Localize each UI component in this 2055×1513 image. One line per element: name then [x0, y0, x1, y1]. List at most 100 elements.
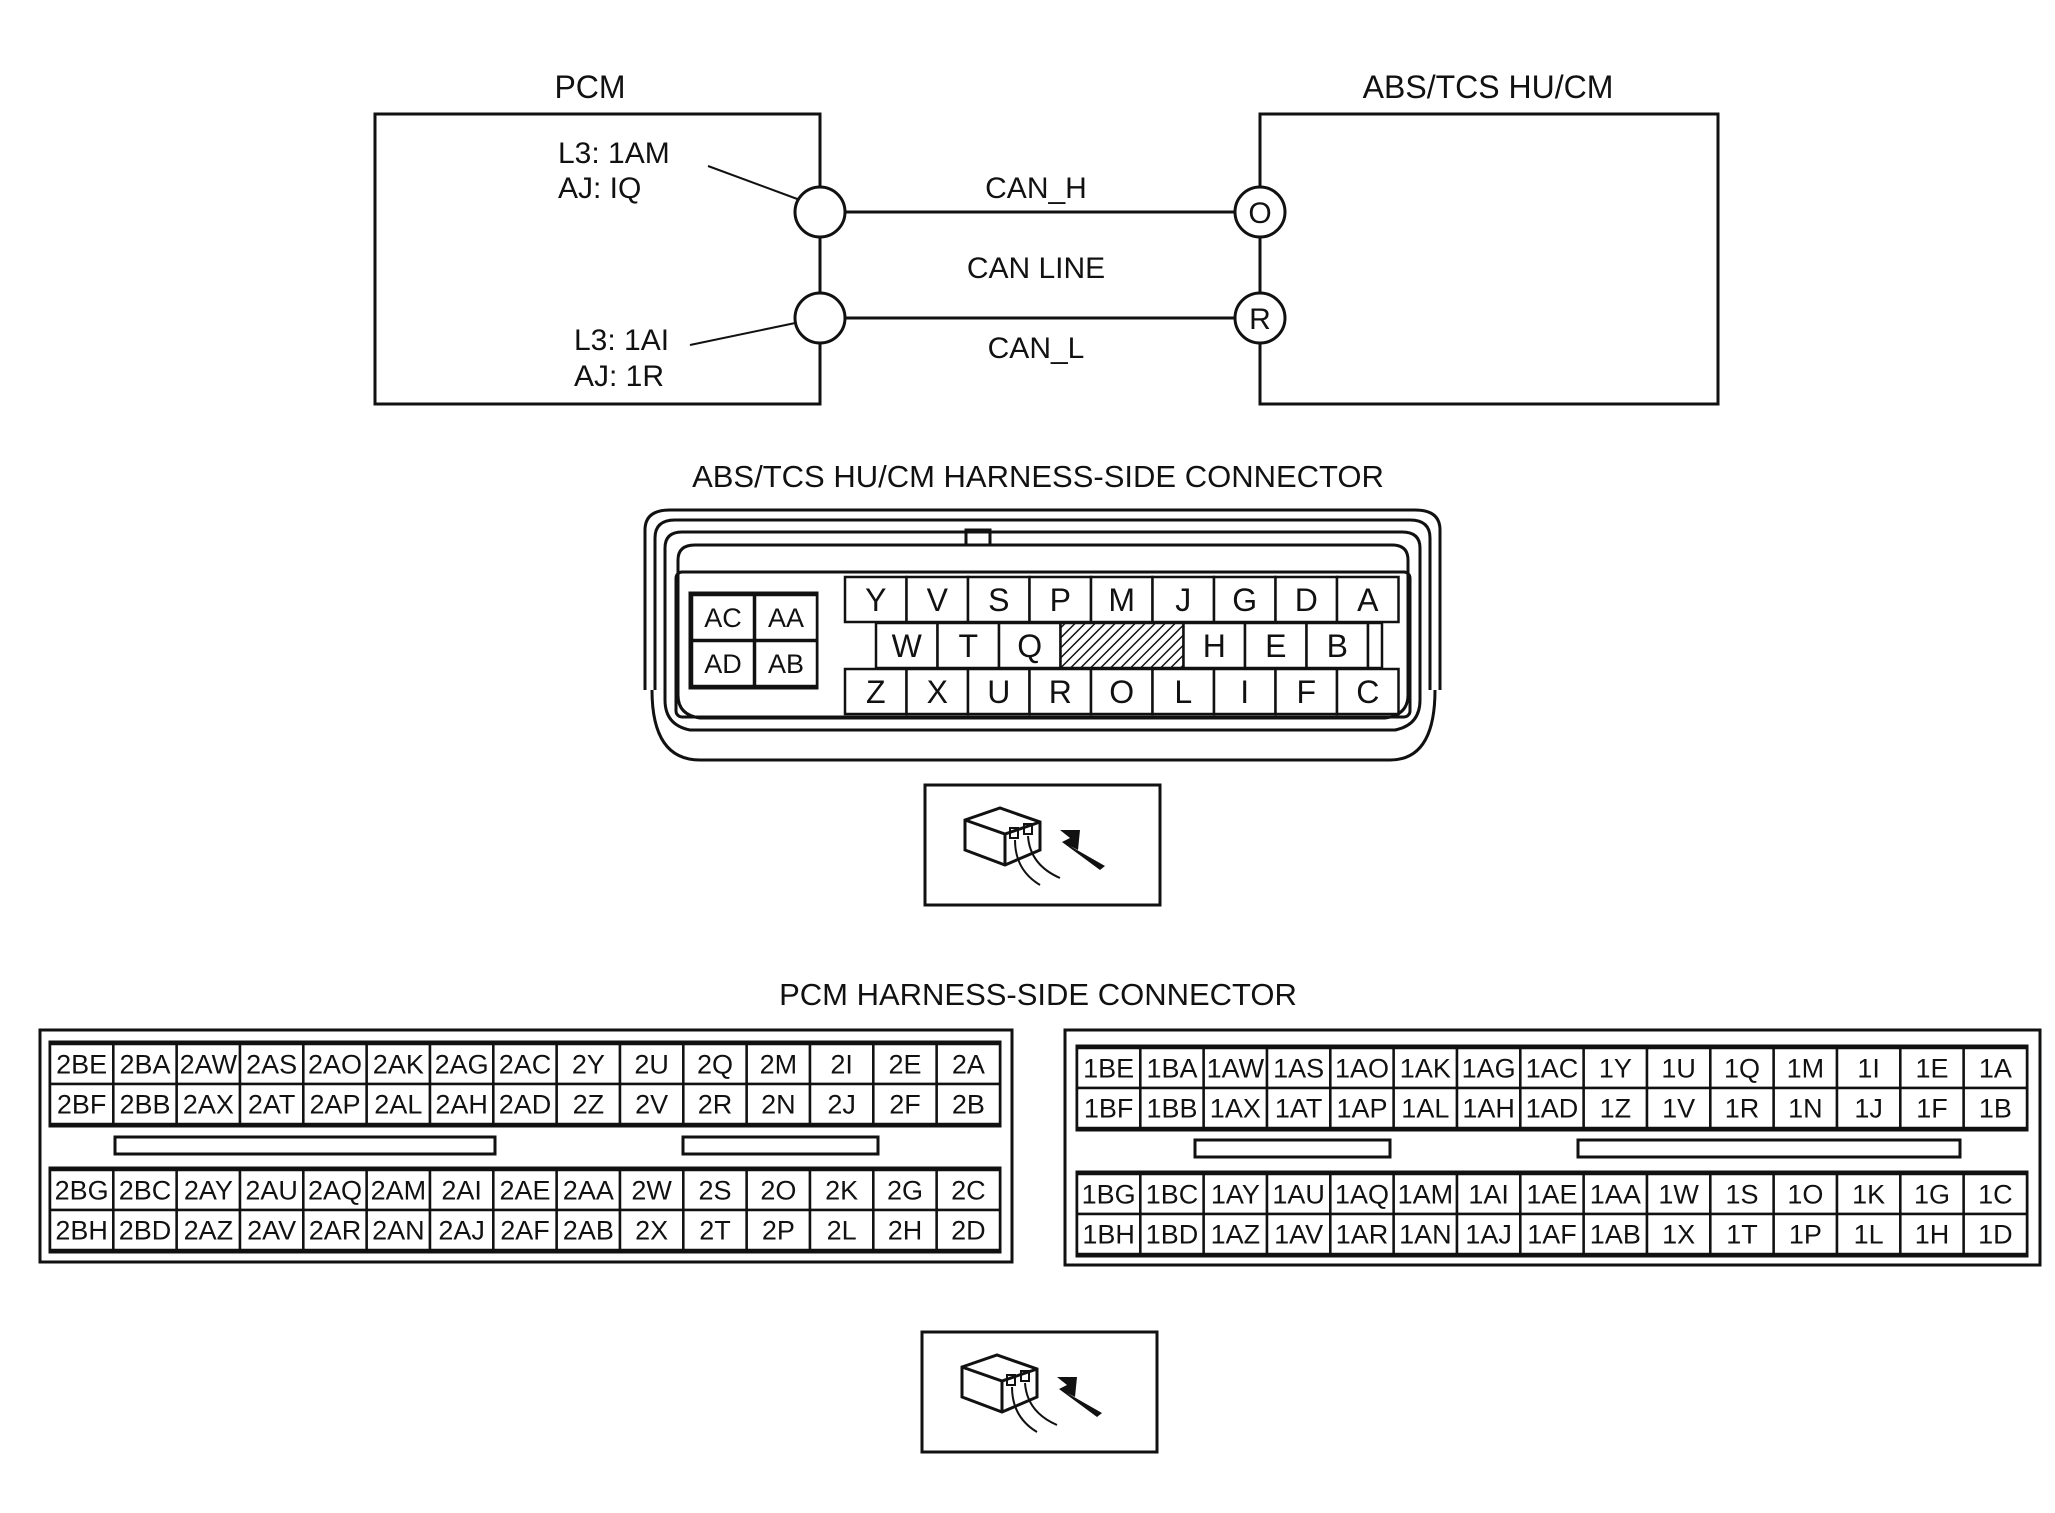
pin-label: J — [1175, 582, 1191, 618]
pin-cell: 1BH — [1075, 1212, 1142, 1256]
pin-cell-frame — [1151, 575, 1216, 624]
pin-label: 2U — [634, 1050, 669, 1080]
pcm-pin2-label-aj: AJ: 1R — [574, 360, 664, 393]
pin-cell: 2AR — [302, 1208, 368, 1252]
pin-cell: 1BE — [1075, 1046, 1142, 1090]
pin-cell: 2BG — [48, 1168, 115, 1212]
pin-label: 2AZ — [184, 1216, 234, 1246]
can-line-label: CAN LINE — [967, 252, 1105, 285]
pin-label: 2K — [825, 1176, 858, 1206]
pin-cell: 2U — [618, 1042, 685, 1086]
pin-label: 1L — [1854, 1220, 1884, 1250]
pin-cell-frame — [48, 1082, 115, 1126]
hatch-line — [1069, 622, 1117, 669]
pin-cell: Z — [843, 667, 908, 716]
pin-label: 1AD — [1526, 1094, 1579, 1124]
pin-cell-frame — [745, 1208, 812, 1252]
pin-cell-frame — [1392, 1172, 1459, 1216]
pin-cell: 1AZ — [1202, 1212, 1269, 1256]
pin-label: 2H — [888, 1216, 923, 1246]
pin-cell-frame — [1089, 667, 1154, 716]
pin-cell: M — [1089, 575, 1154, 624]
pin-cell: 2P — [745, 1208, 812, 1252]
pin-cell: 1AM — [1392, 1172, 1459, 1216]
pin-label: 1BD — [1146, 1220, 1199, 1250]
pin-label: 2AP — [309, 1090, 360, 1120]
pin-cell: 2N — [745, 1082, 812, 1126]
pin-label: 2A — [952, 1050, 985, 1080]
pin-label: O — [1109, 674, 1134, 710]
pin-cell: 1AN — [1392, 1212, 1459, 1256]
pin-cell: 2BF — [48, 1082, 115, 1126]
pin-cell: 2AL — [365, 1082, 432, 1126]
pin-cell-frame — [1243, 621, 1308, 670]
pin-cell-frame — [1899, 1212, 1965, 1256]
pin-label: 1M — [1787, 1054, 1825, 1084]
pin-label: 1AG — [1462, 1054, 1516, 1084]
pin-label: 2AN — [372, 1216, 425, 1246]
hatch-line — [1059, 622, 1087, 649]
pin-label: 2AJ — [438, 1216, 485, 1246]
pin-cell: 1F — [1899, 1086, 1965, 1130]
pin-cell: 1AG — [1455, 1046, 1522, 1090]
pin-cell-frame — [112, 1082, 178, 1126]
pin-cell: 2AV — [238, 1208, 305, 1252]
pin-label: 2BH — [55, 1216, 108, 1246]
pin-cell-frame — [1202, 1172, 1269, 1216]
pin-cell: 2L — [808, 1208, 875, 1252]
pin-label: 1AE — [1526, 1180, 1577, 1210]
pin-cell: G — [1212, 575, 1277, 624]
pin-cell-frame — [1835, 1212, 1902, 1256]
pin-label: 2AQ — [308, 1176, 362, 1206]
pin-cell: 1AQ — [1329, 1172, 1395, 1216]
pin-label: 1AP — [1336, 1094, 1387, 1124]
pcm-connector-title: PCM HARNESS-SIDE CONNECTOR — [779, 977, 1297, 1012]
hatch-line — [1059, 622, 1067, 629]
pin-label: 1C — [1978, 1180, 2013, 1210]
pin-cell-frame — [1962, 1212, 2029, 1256]
pin-cell: 2AT — [238, 1082, 305, 1126]
pin-cell-frame — [1519, 1212, 1585, 1256]
pin-cell: 1AT — [1265, 1086, 1332, 1130]
pin-label: 2BD — [119, 1216, 172, 1246]
pin-cell-frame — [1265, 1086, 1332, 1130]
pin-cell: J — [1151, 575, 1216, 624]
pin-cell-frame — [935, 1082, 1002, 1126]
pin-label: 1BC — [1146, 1180, 1199, 1210]
pin-label: 1V — [1662, 1094, 1695, 1124]
pin-cell-frame — [1962, 1046, 2029, 1090]
pin-cell: 1BD — [1139, 1212, 1205, 1256]
pin-cell: 1AX — [1202, 1086, 1269, 1130]
pin-cell-frame — [112, 1208, 178, 1252]
pin-label: 1E — [1915, 1054, 1948, 1084]
pin-cell: 1AY — [1202, 1172, 1269, 1216]
pin-label: 2AO — [308, 1050, 362, 1080]
pin-cell: 2AQ — [302, 1168, 368, 1212]
hatch-line — [1169, 654, 1185, 669]
pin-cell: 2K — [808, 1168, 875, 1212]
pin-label: 2AC — [499, 1050, 552, 1080]
pin-label: 2Y — [572, 1050, 605, 1080]
pin-cell: 1AD — [1519, 1086, 1585, 1130]
pin-cell: 1AW — [1202, 1046, 1269, 1090]
pin-label: Z — [866, 674, 886, 710]
hatch-line — [1129, 622, 1177, 669]
pin-cell: 2BD — [112, 1208, 178, 1252]
pin-label: T — [958, 628, 978, 664]
pin-cell: 2AO — [302, 1042, 368, 1086]
pin-cell: 2A — [935, 1042, 1002, 1086]
pin-label: 2AU — [245, 1176, 298, 1206]
pin-cell: 1M — [1772, 1046, 1839, 1090]
pin-label: 1AI — [1468, 1180, 1509, 1210]
hatch-line — [1149, 634, 1185, 669]
pin-cell-frame — [966, 575, 1031, 624]
pin-label: 1O — [1787, 1180, 1823, 1210]
pcm-box — [373, 112, 822, 406]
pin-label: 1AK — [1400, 1054, 1451, 1084]
can-l-label: CAN_L — [988, 332, 1085, 365]
pin-label: W — [892, 628, 923, 664]
pin-label: 2AR — [309, 1216, 362, 1246]
pin-cell-frame — [872, 1082, 938, 1126]
